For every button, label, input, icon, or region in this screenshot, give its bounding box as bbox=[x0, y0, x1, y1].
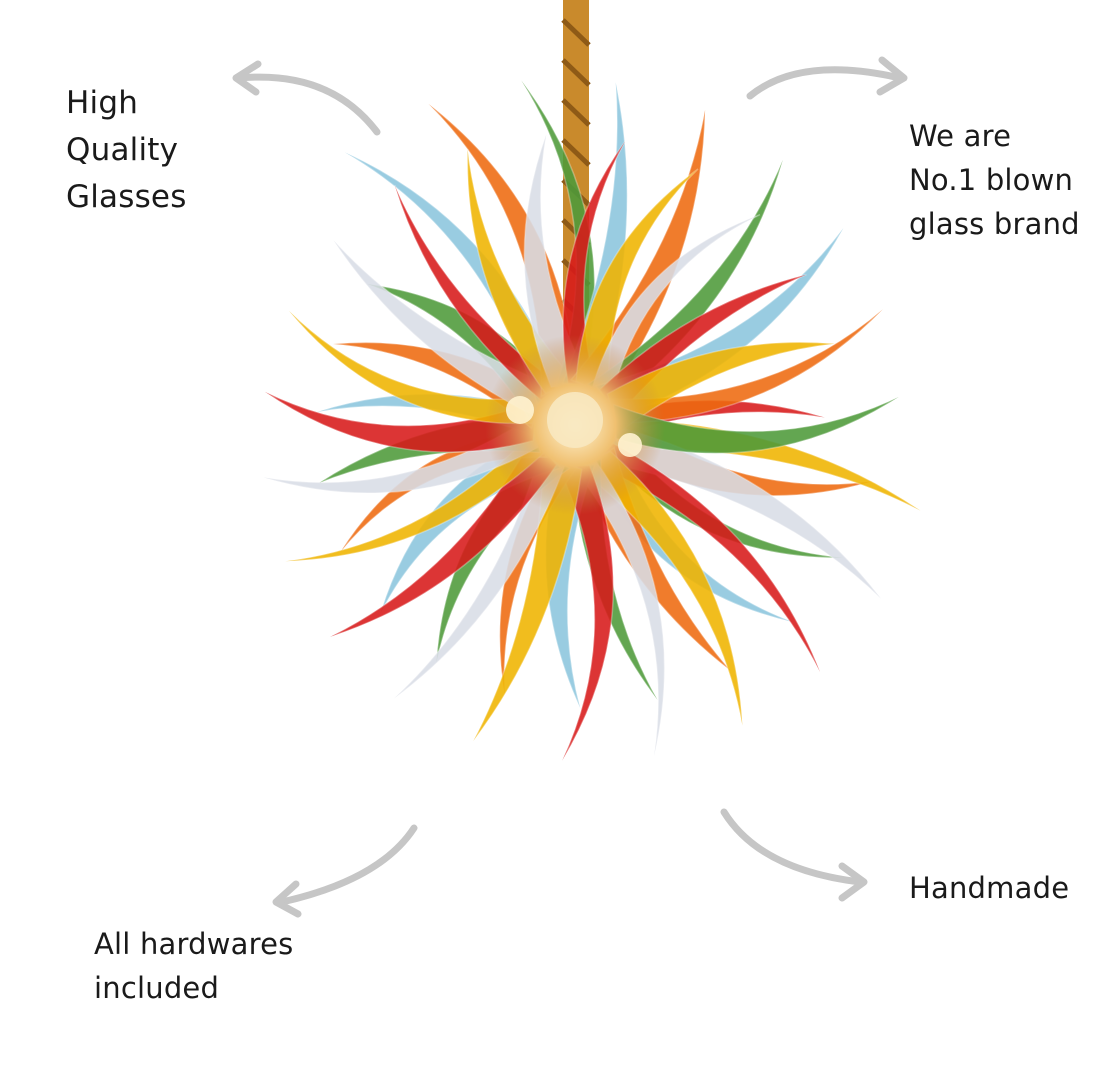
feature-text: glass brand bbox=[909, 207, 1080, 241]
glass-spike bbox=[393, 449, 566, 700]
glass-spike bbox=[285, 429, 545, 562]
curved-arrow-icon bbox=[232, 60, 381, 136]
feature-no1-brand: We are No.1 blown glass brand bbox=[909, 114, 1080, 246]
glass-spike bbox=[263, 414, 540, 494]
feature-handmade: Handmade bbox=[909, 866, 1069, 910]
curved-arrow-icon bbox=[720, 808, 868, 902]
glass-spike bbox=[264, 391, 539, 453]
glass-spike bbox=[562, 140, 626, 389]
glass-spike bbox=[556, 463, 615, 762]
bulb-glow bbox=[547, 392, 603, 448]
feature-text: included bbox=[94, 971, 220, 1005]
feature-text: No.1 blown bbox=[909, 163, 1074, 197]
glass-spike bbox=[612, 396, 900, 455]
glass-spike bbox=[571, 460, 666, 756]
feature-text: All hardwares bbox=[94, 927, 294, 961]
curved-arrow-icon bbox=[746, 56, 908, 100]
glass-spike bbox=[472, 455, 583, 742]
feature-text: We are bbox=[909, 119, 1012, 153]
feature-text: Glasses bbox=[66, 179, 187, 215]
glass-spike bbox=[466, 149, 577, 395]
feature-text: Handmade bbox=[909, 871, 1070, 905]
feature-high-quality-glasses: High Quality Glasses bbox=[66, 80, 187, 221]
glass-spike bbox=[523, 134, 593, 389]
glass-spike bbox=[575, 168, 699, 398]
curved-arrow-icon bbox=[272, 824, 418, 918]
glass-spike bbox=[332, 239, 556, 416]
glass-spike bbox=[598, 426, 882, 600]
feature-hardware-included: All hardwares included bbox=[94, 922, 293, 1010]
feature-text: Quality bbox=[66, 132, 179, 168]
feature-text: High bbox=[66, 85, 139, 121]
